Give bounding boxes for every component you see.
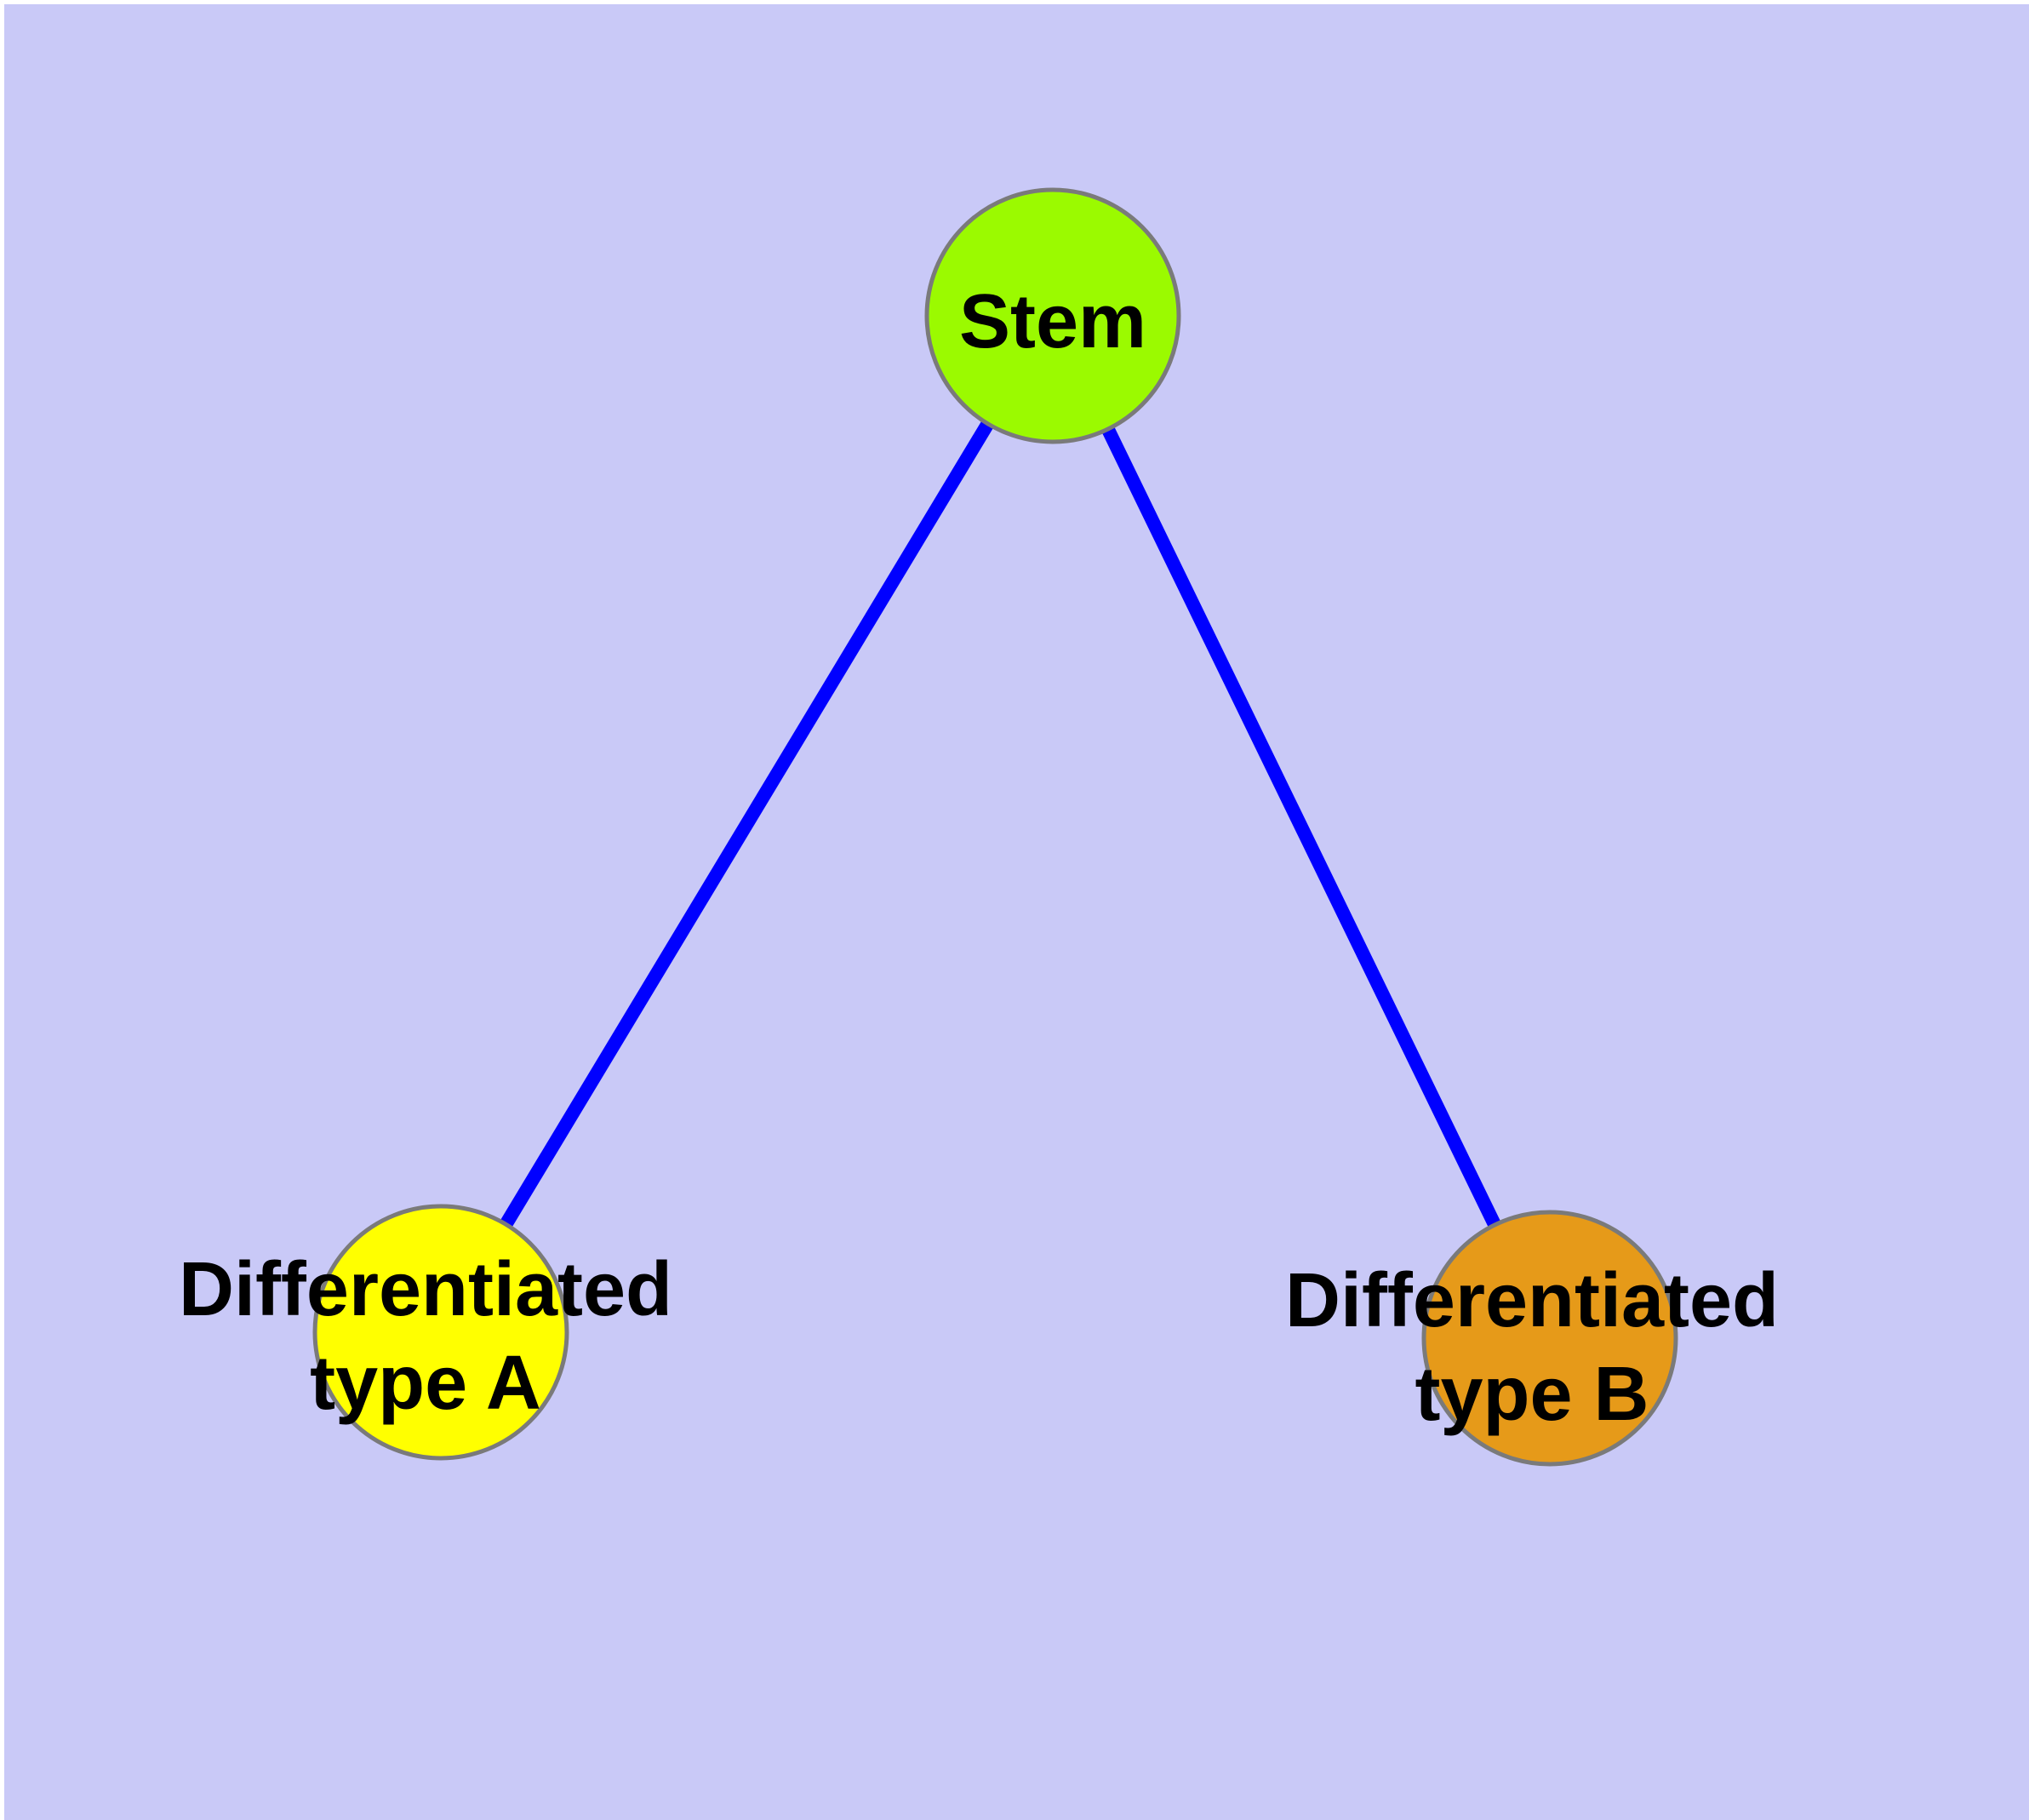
node-label-type-a-line1: Differentiated bbox=[179, 1247, 672, 1332]
node-stem bbox=[924, 187, 1181, 444]
node-differentiated-type-b bbox=[1421, 1210, 1678, 1467]
node-differentiated-type-a bbox=[312, 1204, 569, 1461]
node-label-stem: Stem bbox=[959, 279, 1146, 364]
node-label-type-b-line2: type B bbox=[1415, 1352, 1649, 1437]
edge-stem-to-type-b bbox=[1046, 312, 1557, 1342]
edge-stem-to-type-a bbox=[435, 312, 1059, 1336]
node-label-type-b-line1: Differentiated bbox=[1285, 1258, 1779, 1343]
node-label-type-a-line2: type A bbox=[310, 1341, 541, 1426]
